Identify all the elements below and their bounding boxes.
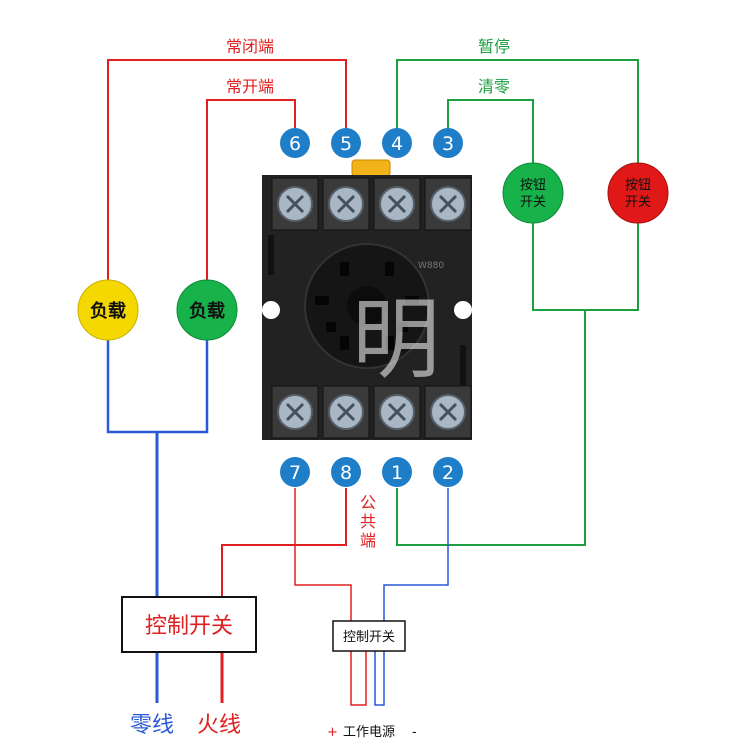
coil-control-switch[interactable]: 控制开关 (332, 620, 406, 652)
wire-power-plus (350, 651, 367, 706)
svg-text:控制开关: 控制开关 (343, 630, 395, 645)
load-green: 负载 (176, 279, 238, 341)
wire-button-to-1 (396, 310, 586, 546)
relay-socket: W880 (262, 159, 472, 440)
svg-text:2: 2 (442, 462, 454, 484)
label-power-plus: + (327, 725, 338, 740)
terminal-badge-3: 3 (433, 128, 463, 158)
label-normally-closed: 常闭端 (226, 37, 274, 56)
screw-terminal-3[interactable] (424, 177, 472, 231)
svg-text:按钮: 按钮 (520, 178, 546, 193)
terminal-badge-2: 2 (433, 457, 463, 487)
terminal-badge-5: 5 (331, 128, 361, 158)
label-power-minus: - (412, 725, 417, 740)
relay-marking: W880 (418, 261, 444, 271)
wire-pause (396, 59, 639, 163)
terminal-badge-4: 4 (382, 128, 412, 158)
svg-text:5: 5 (340, 133, 352, 155)
wire-load-left-neutral (106, 338, 209, 434)
wire-power-minus (374, 651, 385, 706)
svg-text:负载: 负载 (90, 300, 126, 322)
svg-text:负载: 负载 (189, 300, 225, 322)
svg-text:1: 1 (391, 462, 403, 484)
svg-text:6: 6 (289, 133, 301, 155)
svg-text:3: 3 (442, 133, 454, 155)
screw-terminal-1[interactable] (373, 385, 421, 439)
svg-text:4: 4 (391, 133, 403, 155)
label-normally-open: 常开端 (226, 77, 274, 96)
screw-terminal-6[interactable] (271, 177, 319, 231)
watermark: 明 (352, 288, 440, 391)
label-clear: 清零 (478, 77, 510, 96)
label-pause: 暂停 (478, 37, 510, 56)
top-terminal-block (271, 177, 472, 231)
svg-text:控制开关: 控制开关 (145, 614, 233, 639)
wire-button-common (532, 222, 639, 311)
svg-text:7: 7 (289, 462, 301, 484)
bottom-terminal-block (271, 385, 472, 439)
terminal-badge-7: 7 (280, 457, 310, 487)
svg-text:按钮: 按钮 (625, 178, 651, 193)
label-neutral: 零线 (130, 713, 174, 738)
label-common-3: 端 (360, 531, 376, 550)
wire-common-live (221, 488, 347, 597)
load-yellow: 负载 (77, 279, 139, 341)
label-live: 火线 (197, 713, 241, 738)
svg-text:8: 8 (340, 462, 352, 484)
screw-terminal-4[interactable] (373, 177, 421, 231)
screw-terminal-7[interactable] (271, 385, 319, 439)
screw-terminal-8[interactable] (322, 385, 370, 439)
svg-text:开关: 开关 (520, 195, 546, 210)
wire-normally-open (206, 99, 296, 283)
label-common-1: 公 (360, 493, 376, 512)
svg-text:开关: 开关 (625, 195, 651, 210)
wire-coil-2 (383, 488, 449, 621)
wire-normally-closed (107, 59, 347, 283)
clear-push-button[interactable]: 按钮 开关 (502, 162, 564, 224)
wire-coil-7 (294, 488, 352, 621)
main-control-switch[interactable]: 控制开关 (121, 596, 257, 653)
pause-push-button[interactable]: 按钮 开关 (607, 162, 669, 224)
terminal-badge-6: 6 (280, 128, 310, 158)
mounting-hole-right (454, 301, 472, 319)
terminal-badge-1: 1 (382, 457, 412, 487)
wire-clear (447, 99, 534, 163)
label-working-power: 工作电源 (343, 725, 395, 740)
label-common-2: 共 (360, 512, 376, 531)
terminal-badge-8: 8 (331, 457, 361, 487)
mounting-hole-left (262, 301, 280, 319)
screw-terminal-5[interactable] (322, 177, 370, 231)
screw-terminal-2[interactable] (424, 385, 472, 439)
